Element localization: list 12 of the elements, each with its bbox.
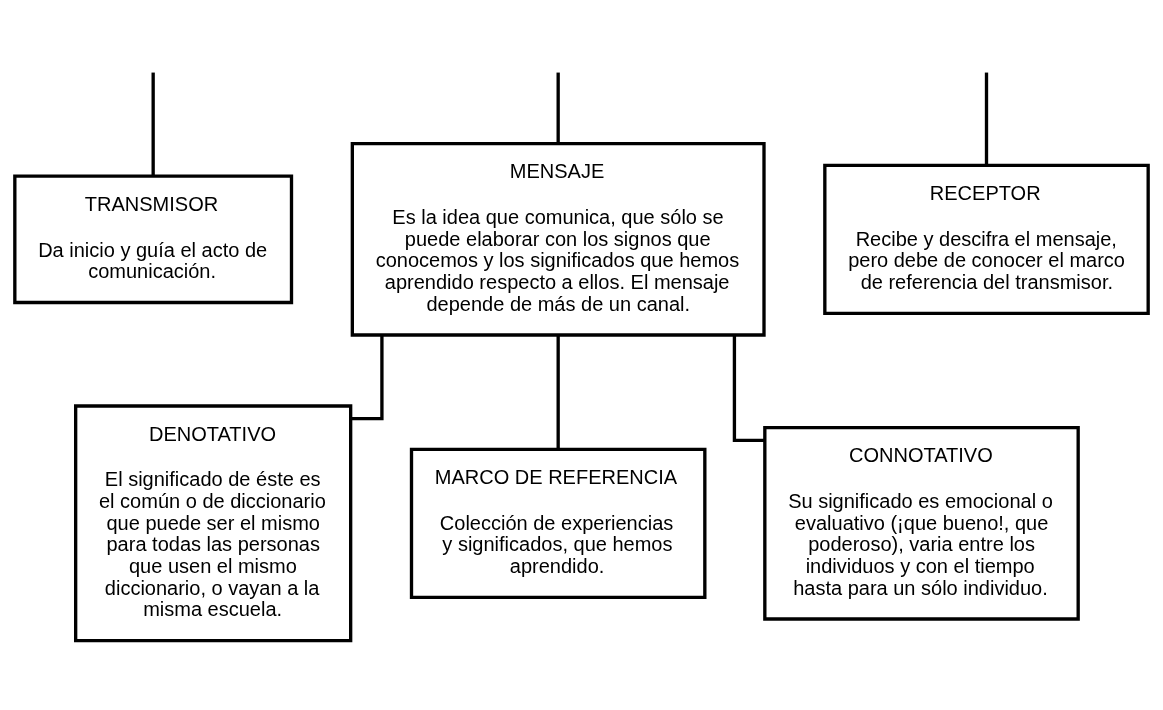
- node-box: CONNOTATIVO Su significado es emocional o evaluativo (¡que bueno!, que poderoso), varia entre los individuos y con el tiempo hasta para un sólo individuo.: [763, 425, 1080, 621]
- node-box: DENOTATIVO El significado de éste es el común o de diccionario que puede ser el mismo para todas las personas que usen el mismo diccionario, o vayan a la misma escuela.: [74, 403, 353, 642]
- connector: [556, 334, 560, 449]
- connector: [350, 334, 384, 420]
- connector: [151, 72, 155, 176]
- node-box: RECEPTOR Recibe y descifra el mensaje, pero debe de conocer el marco de referencia del transmisor.: [823, 163, 1150, 315]
- node-box: MARCO DE REFERENCIA Colección de experiencias y significados, que hemos aprendido.: [409, 447, 707, 599]
- node-box: MENSAJE Es la idea que comunica, que sólo se puede elaborar con los signos que conocemos y los significados que hemos aprendido respecto a ellos. El mensaje depende de más de un canal.: [350, 141, 766, 337]
- connector: [556, 72, 560, 144]
- connector: [732, 334, 765, 442]
- node-box: TRANSMISOR Da inicio y guía el acto de comunicación.: [13, 174, 294, 304]
- connector: [984, 72, 989, 165]
